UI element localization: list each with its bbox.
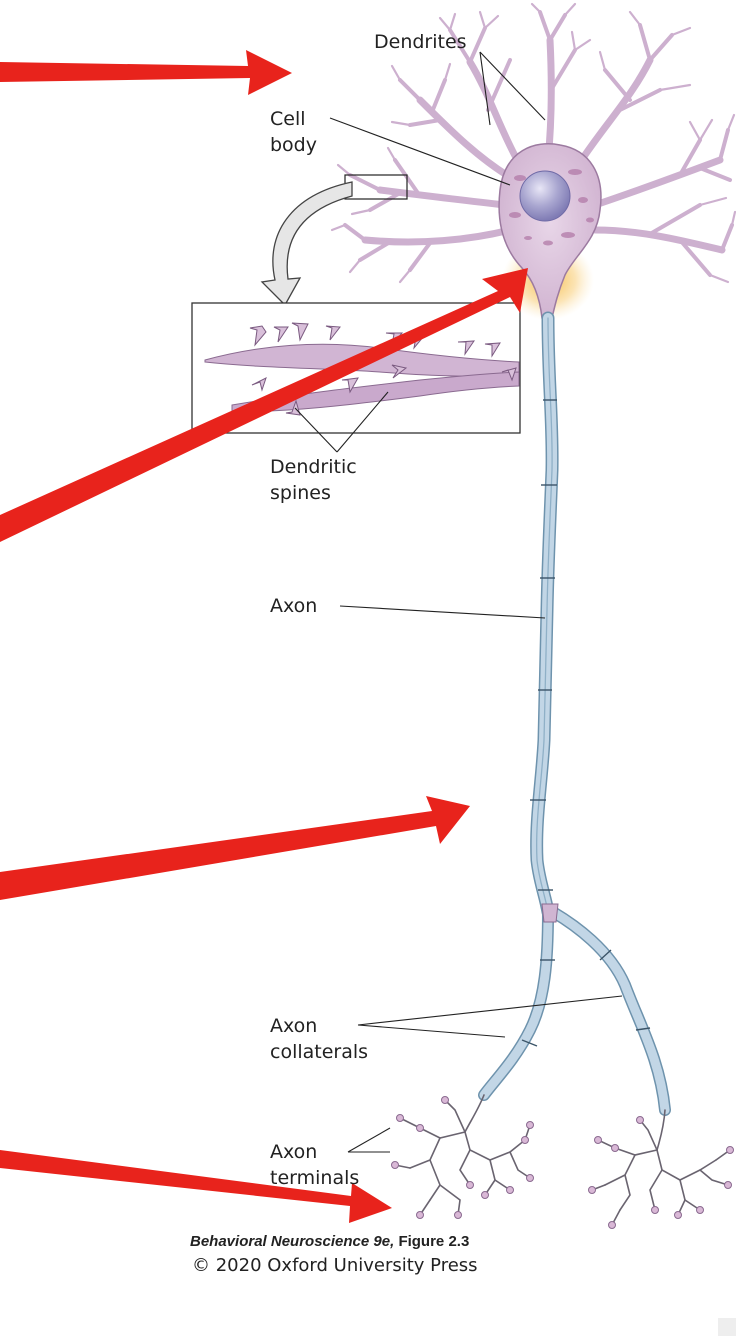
axon-terminal-buttons-left (391, 1096, 534, 1219)
corner-tab (718, 1318, 736, 1336)
book-title: Behavioral Neuroscience 9e, (190, 1233, 395, 1250)
axon (478, 311, 671, 1116)
label-axon-collaterals-line2: collaterals (270, 1041, 369, 1063)
label-cell-body-line2: body (270, 134, 317, 156)
copyright-line: © 2020 Oxford University Press (192, 1255, 478, 1276)
figure-number: Figure 2.3 (398, 1233, 470, 1250)
nucleus (519, 170, 571, 222)
red-pointer-arrow (0, 50, 528, 1223)
label-axon-terminals-line2: terminals (270, 1167, 360, 1189)
label-axon-terminals-line1: Axon (270, 1141, 318, 1163)
axon-terminals-left (394, 1094, 531, 1216)
axon-terminals-right (591, 1109, 731, 1226)
dendrites (330, 2, 736, 284)
label-cell-body-line1: Cell (270, 108, 306, 130)
label-dendritic-spines-line2: spines (270, 482, 331, 504)
label-dendrites: Dendrites (374, 31, 467, 53)
label-axon-collaterals-line1: Axon (270, 1015, 318, 1037)
nodes-of-ranvier (521, 399, 651, 1047)
label-axon: Axon (270, 595, 318, 617)
figure-credit-title: Behavioral Neuroscience 9e, Figure 2.3 (190, 1233, 530, 1250)
axon-terminal-buttons-right (588, 1116, 734, 1229)
inset-curved-arrow (260, 181, 353, 307)
label-dendritic-spines-line1: Dendritic (270, 456, 357, 478)
dendritic-spines-inset (191, 302, 521, 453)
